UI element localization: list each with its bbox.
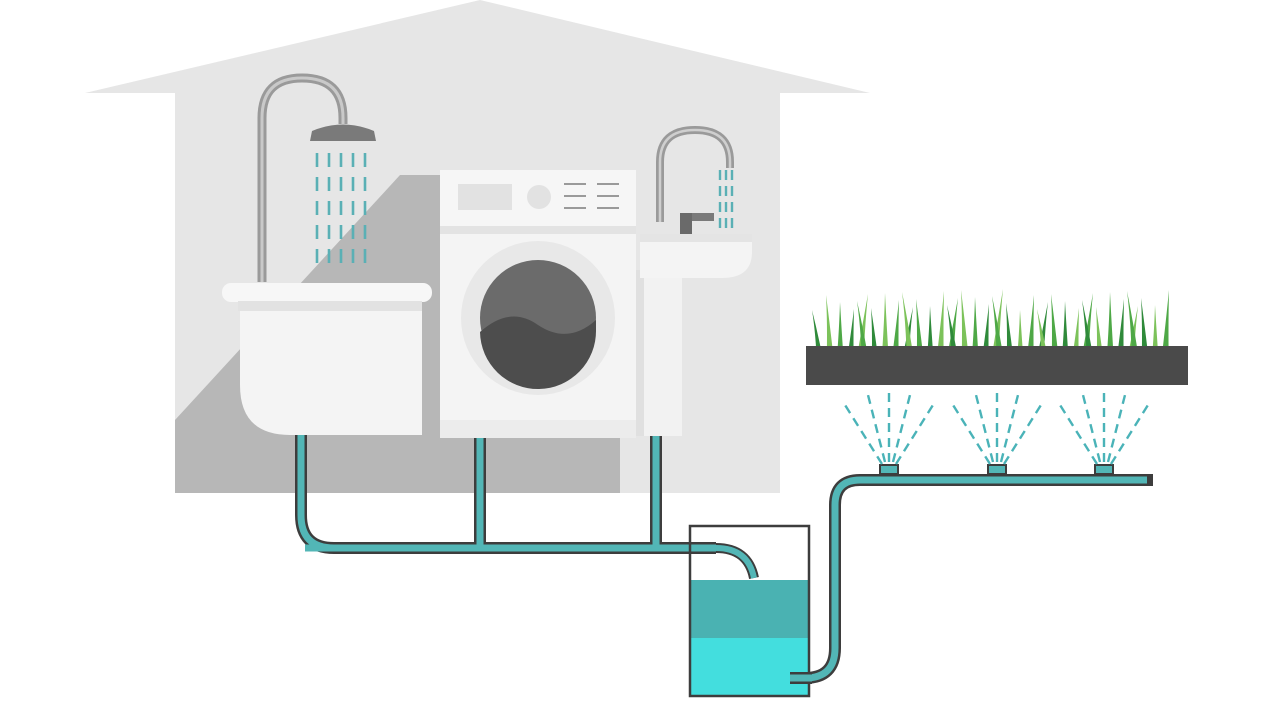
irrigation-pipe (790, 474, 1153, 684)
sink-water (718, 170, 734, 230)
tank-water-lower (691, 638, 808, 696)
sprinkler-icon (843, 392, 1150, 475)
bathtub (222, 283, 432, 435)
shower-water (315, 153, 367, 270)
sprinkler-1 (843, 392, 935, 475)
lawn-grass (806, 289, 1188, 385)
soil-layer (806, 346, 1188, 385)
tank-water-upper (691, 580, 808, 638)
washing-machine (440, 170, 636, 438)
sprinkler-2 (951, 392, 1043, 475)
sink-faucet-icon (636, 125, 752, 436)
storage-tank (688, 524, 812, 698)
sprinkler-3 (1058, 392, 1150, 475)
drain-pipe-network (295, 435, 716, 554)
shower-icon (257, 73, 376, 282)
